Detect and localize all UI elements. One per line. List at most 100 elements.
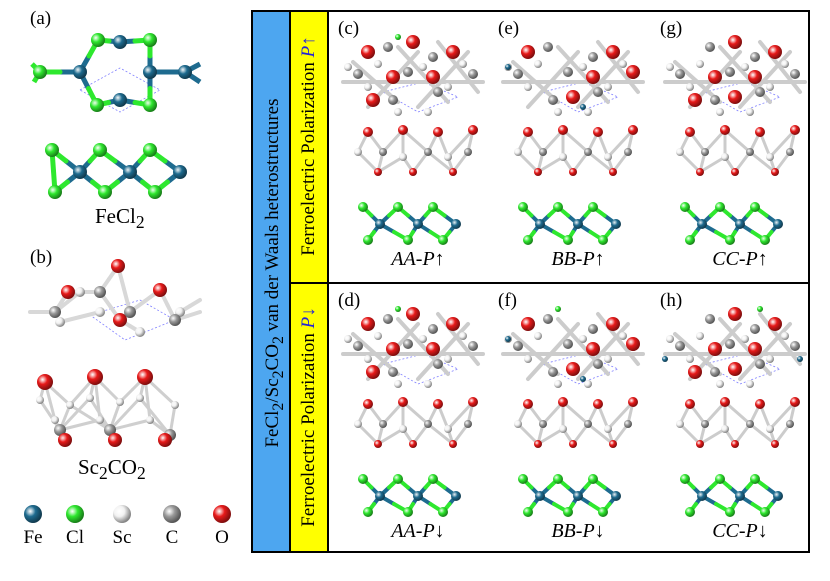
atom-o	[626, 337, 640, 351]
atom-o	[426, 342, 440, 356]
atom-cl	[428, 474, 438, 484]
atom-sc	[514, 148, 522, 156]
atom-c	[424, 420, 432, 428]
atom-c	[383, 42, 393, 52]
atom-cl	[98, 185, 112, 199]
atom-sc	[746, 108, 754, 116]
atom-cl	[403, 507, 413, 517]
atom-sc	[696, 332, 704, 340]
atom-sc	[559, 425, 567, 433]
bond	[562, 400, 589, 426]
atom-sc	[741, 335, 749, 343]
atom-cl	[438, 507, 448, 517]
atom-c	[624, 420, 632, 428]
legend-c-atom	[163, 505, 181, 523]
bond	[576, 50, 630, 109]
bond	[571, 151, 590, 173]
bond	[427, 422, 454, 446]
legend-o-label: O	[215, 527, 229, 548]
model-name-c: AA-P↑	[391, 248, 445, 270]
atom-sc	[524, 83, 532, 91]
atom-fe	[143, 65, 157, 79]
atom-sc	[399, 153, 407, 161]
bond	[768, 400, 797, 431]
atom-o	[688, 365, 702, 379]
atom-sc	[374, 332, 382, 340]
atom-sc	[766, 83, 774, 91]
atom-o	[586, 70, 600, 84]
atom-c	[388, 367, 398, 377]
atom-o	[61, 285, 75, 299]
atom-sc	[96, 416, 104, 424]
bond	[673, 60, 722, 104]
atom-cl	[148, 185, 162, 199]
bond	[758, 40, 802, 94]
atom-fe	[123, 165, 137, 179]
atom-o	[374, 168, 382, 176]
atom-c	[705, 42, 715, 52]
atom-sc	[175, 307, 185, 317]
atom-c	[513, 341, 523, 351]
model-name-f: BB-P↓	[551, 520, 605, 542]
bond	[356, 422, 380, 446]
atom-fe	[113, 35, 127, 49]
atom-o	[593, 399, 603, 409]
atom-sc	[55, 317, 65, 327]
bond	[377, 427, 404, 446]
atom-c	[675, 69, 685, 79]
atom-fe	[413, 491, 423, 501]
atom-o	[468, 125, 478, 135]
atom-c	[403, 67, 413, 77]
atom-sc	[171, 401, 179, 409]
bond	[733, 423, 752, 445]
atom-sc	[51, 416, 59, 424]
structure-g	[663, 35, 807, 245]
atom-sc	[394, 108, 402, 116]
atom-c	[710, 95, 720, 105]
atom-o	[688, 93, 702, 107]
atom-sc	[781, 332, 789, 340]
bond	[451, 423, 470, 445]
atom-cl	[750, 474, 760, 484]
bond	[526, 322, 580, 381]
atom-o	[768, 317, 782, 331]
atom-sc	[66, 401, 74, 409]
bond	[446, 400, 475, 431]
atom-cl	[438, 235, 448, 245]
atom-o	[386, 342, 400, 356]
panel-label-h: (h)	[660, 290, 683, 311]
atom-fe	[375, 491, 385, 501]
atom-cl	[715, 202, 725, 212]
atom-sc	[721, 153, 729, 161]
atom-sc	[666, 335, 674, 343]
atom-fe	[611, 219, 621, 229]
atom-cl	[395, 306, 401, 312]
polarization-bar-up	[291, 12, 327, 282]
atom-c	[786, 148, 794, 156]
atom-cl	[393, 474, 403, 484]
bond	[402, 128, 429, 154]
unit-cell	[89, 299, 176, 341]
atom-sc	[604, 425, 612, 433]
atom-sc	[419, 63, 427, 71]
structure-d	[341, 306, 485, 517]
atom-cl	[90, 98, 104, 112]
atom-c	[464, 148, 472, 156]
atom-fe	[375, 219, 385, 229]
bond	[351, 332, 400, 376]
atom-o	[728, 35, 742, 49]
atom-sc	[344, 335, 352, 343]
atom-c	[725, 67, 735, 77]
atom-o	[433, 127, 443, 137]
polarization-label-down: Ferroelectric Polarization P↓	[298, 307, 319, 527]
atom-o	[446, 45, 460, 59]
bond	[768, 128, 797, 159]
atom-sc	[514, 420, 522, 428]
atom-sc	[604, 355, 612, 363]
atom-c	[403, 339, 413, 349]
atom-cl	[523, 507, 533, 517]
atom-c	[593, 359, 603, 369]
atom-o	[728, 90, 742, 104]
atom-fe	[178, 65, 192, 79]
atom-sc	[524, 355, 532, 363]
